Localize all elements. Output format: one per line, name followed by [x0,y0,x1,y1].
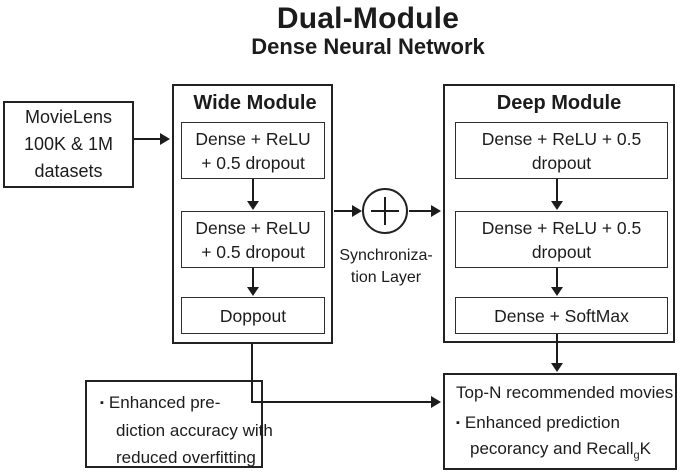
square-bullet-icon: ▪ [100,397,104,409]
benefit-line-2: diction accuracy with [116,421,273,440]
output-recall-subscript: g [633,449,640,462]
connector-wide-1-2 [252,179,254,202]
deep-layer-2-line-2: dropout [531,241,592,262]
arrowhead-wide-2-3 [247,287,259,296]
output-bullet-line-1: ▪ Enhanced prediction [456,410,673,436]
output-recall-suffix: K [639,439,651,458]
connector-wide-2-3 [252,268,254,288]
wide-layer-2-line-1: Dense + ReLU [195,217,311,238]
input-datasets-box: MovieLens 100K & 1M datasets [3,101,134,188]
deep-module-title: Deep Module [496,92,622,114]
connector-wide-to-output-vertical [251,344,253,403]
benefit-line-1-text: Enhanced pre- [108,393,221,412]
plus-icon-vbar [384,197,386,225]
arrowhead-sync-to-deep [431,205,441,217]
connector-deep-to-output [556,334,558,364]
connector-input-to-wide [134,138,162,140]
wide-layer-2: Dense + ReLU + 0.5 dropout [181,211,325,268]
deep-layer-3-line-1: Dense + SoftMax [494,305,629,326]
output-recall-prefix: pecorancy and Recall [470,439,634,458]
benefit-note-text: ▪ Enhanced pre- diction accuracy with red… [100,389,273,471]
wide-layer-3: Doppout [181,297,325,334]
sync-sum-node [362,188,408,234]
arrowhead-deep-2-3 [551,287,563,296]
arrowhead-input-to-wide [160,133,170,145]
wide-layer-1-line-2: + 0.5 dropout [201,152,305,173]
wide-module-title: Wide Module [193,92,317,114]
benefit-note-box: ▪ Enhanced pre- diction accuracy with red… [85,380,273,468]
diagram-title: Dual-Module [276,2,460,35]
deep-layer-2-line-1: Dense + ReLU + 0.5 [481,217,642,238]
arrowhead-wide-to-output [431,396,441,408]
arrowhead-deep-1-2 [551,201,563,210]
wide-layer-1-line-1: Dense + ReLU [195,128,311,149]
sync-layer-label-line-1: Synchroniza- [339,247,433,264]
arrowhead-wide-to-sync [352,205,362,217]
wide-layer-3-line-1: Doppout [219,305,287,326]
connector-deep-2-3 [556,268,558,288]
output-bullet-line-2: pecorancy and RecallgK [470,436,673,468]
output-title: Top-N recommended movies [456,383,674,402]
benefit-line-1: ▪ Enhanced pre- [100,389,273,417]
deep-layer-1-line-1: Dense + ReLU + 0.5 [481,128,642,149]
output-box-text: Top-N recommended movies ▪ Enhanced predi… [456,380,673,468]
diagram-subtitle: Dense Neural Network [251,34,485,59]
wide-layer-2-line-2: + 0.5 dropout [201,241,305,262]
deep-layer-3: Dense + SoftMax [455,297,668,334]
connector-sync-to-deep [409,210,432,212]
connector-deep-1-2 [556,179,558,202]
deep-layer-2: Dense + ReLU + 0.5 dropout [455,211,668,268]
input-line-2: 100K & 1M [23,134,114,154]
benefit-line-3: reduced overfitting [116,448,256,467]
arrowhead-wide-1-2 [247,201,259,210]
output-box: Top-N recommended movies ▪ Enhanced predi… [443,373,677,470]
deep-layer-1: Dense + ReLU + 0.5 dropout [455,122,668,179]
output-bullet-line-1-text: Enhanced prediction [464,413,620,432]
input-line-1: MovieLens [24,107,113,127]
wide-layer-1: Dense + ReLU + 0.5 dropout [181,122,325,179]
arrowhead-deep-to-output [551,363,563,372]
input-datasets-label: MovieLens 100K & 1M datasets [24,104,113,185]
connector-wide-to-output-horizontal [251,401,431,403]
sync-layer-label-line-2: tion Layer [350,269,422,286]
deep-layer-1-line-2: dropout [531,152,592,173]
connector-wide-to-sync [334,210,354,212]
square-bullet-icon: ▪ [456,417,460,429]
input-line-3: datasets [34,161,103,181]
